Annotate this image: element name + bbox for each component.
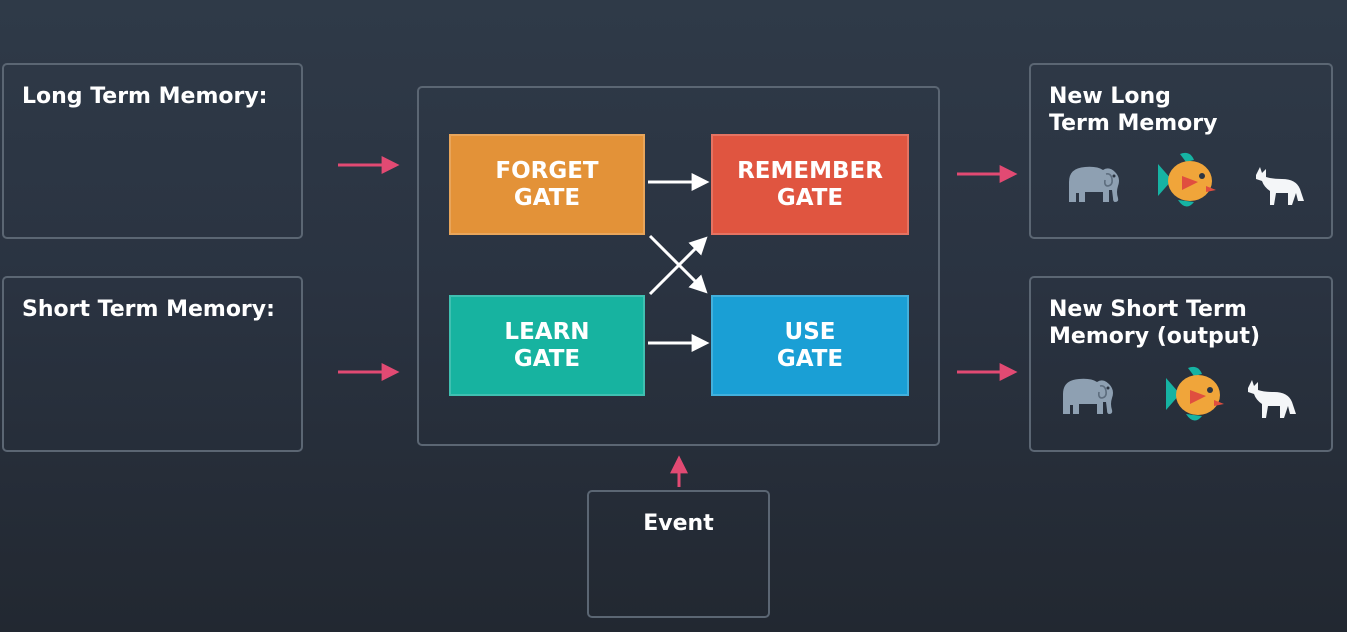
short-term-memory-label: Short Term Memory:: [22, 297, 275, 322]
learn-gate: LEARN GATE: [449, 295, 645, 396]
forget-gate: FORGET GATE: [449, 134, 645, 235]
event-box: Event: [587, 490, 770, 618]
new-long-term-memory-box: New Long Term Memory: [1029, 63, 1333, 239]
wolf-icon: [1248, 380, 1296, 418]
fish-icon: [1158, 152, 1216, 207]
lstm-cell-box: [417, 86, 940, 446]
new-short-term-memory-label: New Short Term Memory (output): [1049, 297, 1261, 349]
learn-to-remember-arrow: [648, 236, 708, 296]
elephant-icon: [1069, 166, 1119, 202]
short-term-memory-box: Short Term Memory:: [2, 276, 303, 452]
long-term-memory-label: Long Term Memory:: [22, 84, 268, 109]
use-gate: USE GATE: [711, 295, 909, 396]
new-short-term-memory-box: New Short Term Memory (output): [1029, 276, 1333, 452]
forget-to-use-arrow: [648, 234, 708, 294]
long-term-memory-box: Long Term Memory:: [2, 63, 303, 239]
wolf-icon: [1256, 167, 1304, 205]
new-long-term-memory-label: New Long Term Memory: [1049, 84, 1218, 136]
elephant-icon: [1063, 378, 1113, 414]
fish-icon: [1166, 366, 1224, 421]
event-label: Event: [643, 511, 714, 536]
remember-gate: REMEMBER GATE: [711, 134, 909, 235]
